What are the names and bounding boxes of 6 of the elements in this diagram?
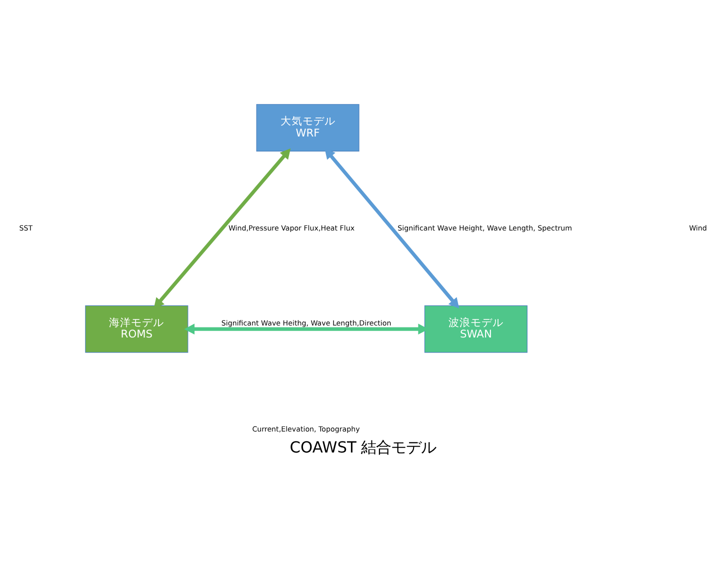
node-box: 波浪モデル SWAN	[424, 304, 528, 352]
node-box: 海洋モデル ROMS	[85, 304, 188, 352]
caption: COAWST 結合モデル	[290, 438, 436, 456]
node-box: 大気モデル WRF	[256, 104, 360, 151]
arrow	[324, 148, 460, 308]
arrow	[154, 148, 291, 308]
